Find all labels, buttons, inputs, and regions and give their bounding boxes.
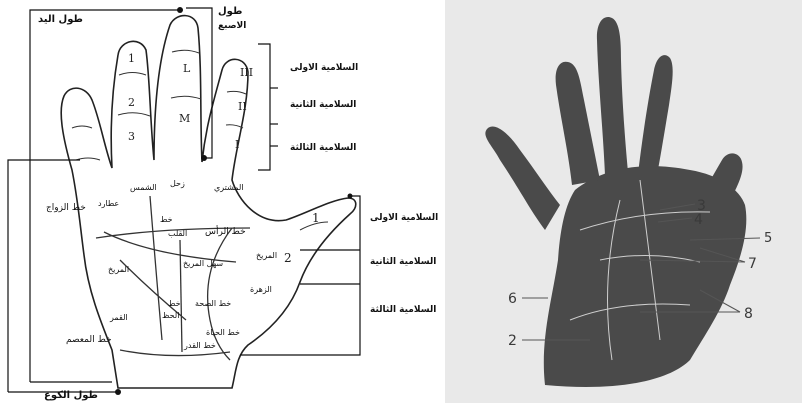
palm-label-heart-line: القلب <box>168 229 187 238</box>
palm-label-wrist: خط المعصم <box>66 335 112 345</box>
palm-label-mars-plain: سهل المريخ <box>183 259 223 268</box>
palm-label-mars: المريخ <box>256 251 277 260</box>
finger-letter-M: M <box>179 112 190 125</box>
palm-label-life-line: خط الحياة <box>206 328 240 337</box>
finger-length-label-2: الاصبع <box>218 21 246 31</box>
palm-label-fate-line-2: خط <box>168 299 181 308</box>
hand-length-label: طول اليد <box>38 14 83 25</box>
palm-width-label: طول الكوع <box>44 390 98 401</box>
thumb-number-1: 1 <box>312 211 320 225</box>
palm-label-mars-2: المريخ <box>108 265 129 274</box>
palm-label-moon: القمر <box>109 313 128 322</box>
bracket-dot-bottom <box>115 389 121 395</box>
finger-phalanx-2: السلامية الثانية <box>290 100 356 110</box>
finger-roman-1: III <box>240 66 253 79</box>
finger-phalanx-brackets <box>258 44 278 170</box>
finger-number-2: 2 <box>128 96 135 109</box>
thumb-bracket-dot <box>348 194 353 199</box>
palm-label-fate-line: خط القدر <box>183 341 216 350</box>
hand-diagram: III II I L M 1 2 3 1 2 خط الزواج عطارد ا… <box>8 6 438 401</box>
finger-phalanx-3: السلامية الثالثة <box>290 143 356 153</box>
thumb-number-2: 2 <box>284 251 292 265</box>
callout-2: 2 <box>508 333 517 349</box>
finger-letter-L: L <box>183 62 191 75</box>
thumb-phalanx-3: السلامية الثالثة <box>370 305 436 315</box>
callout-8: 8 <box>744 306 753 322</box>
palm-label-sun: الشمس <box>130 183 157 192</box>
callout-4: 4 <box>694 212 703 228</box>
palm-label-saturn: زحل <box>170 179 185 188</box>
callout-5: 5 <box>764 231 772 246</box>
finger-number-3: 3 <box>128 130 135 143</box>
finger-roman-2: II <box>238 100 247 113</box>
palm-print-photo: 3 4 5 7 6 8 2 <box>445 0 802 403</box>
finger-length-label: طول <box>218 6 242 17</box>
thumb-phalanx-2: السلامية الثانية <box>370 257 436 267</box>
callout-7: 7 <box>748 256 757 272</box>
finger-number-1: 1 <box>128 52 135 65</box>
palm-label-mercury: عطارد <box>98 199 119 208</box>
finger-roman-3: I <box>235 138 239 151</box>
palm-label-fate-line-3: الحظ <box>162 311 179 320</box>
callout-6: 6 <box>508 291 517 307</box>
bracket-dot-top <box>177 7 183 13</box>
palm-label-sun-line: خط <box>160 215 173 224</box>
palm-label-marriage-line: خط الزواج <box>46 203 86 213</box>
palm-label-health-line: خط الصحة <box>195 299 231 308</box>
palm-label-head-line: خط الرأس <box>205 225 246 237</box>
thumb-phalanx-1: السلامية الاولى <box>370 213 438 223</box>
finger-phalanx-1: السلامية الاولى <box>290 63 358 73</box>
palm-label-venus: الزهرة <box>250 285 272 294</box>
palm-label-jupiter: المشتري <box>214 183 244 192</box>
